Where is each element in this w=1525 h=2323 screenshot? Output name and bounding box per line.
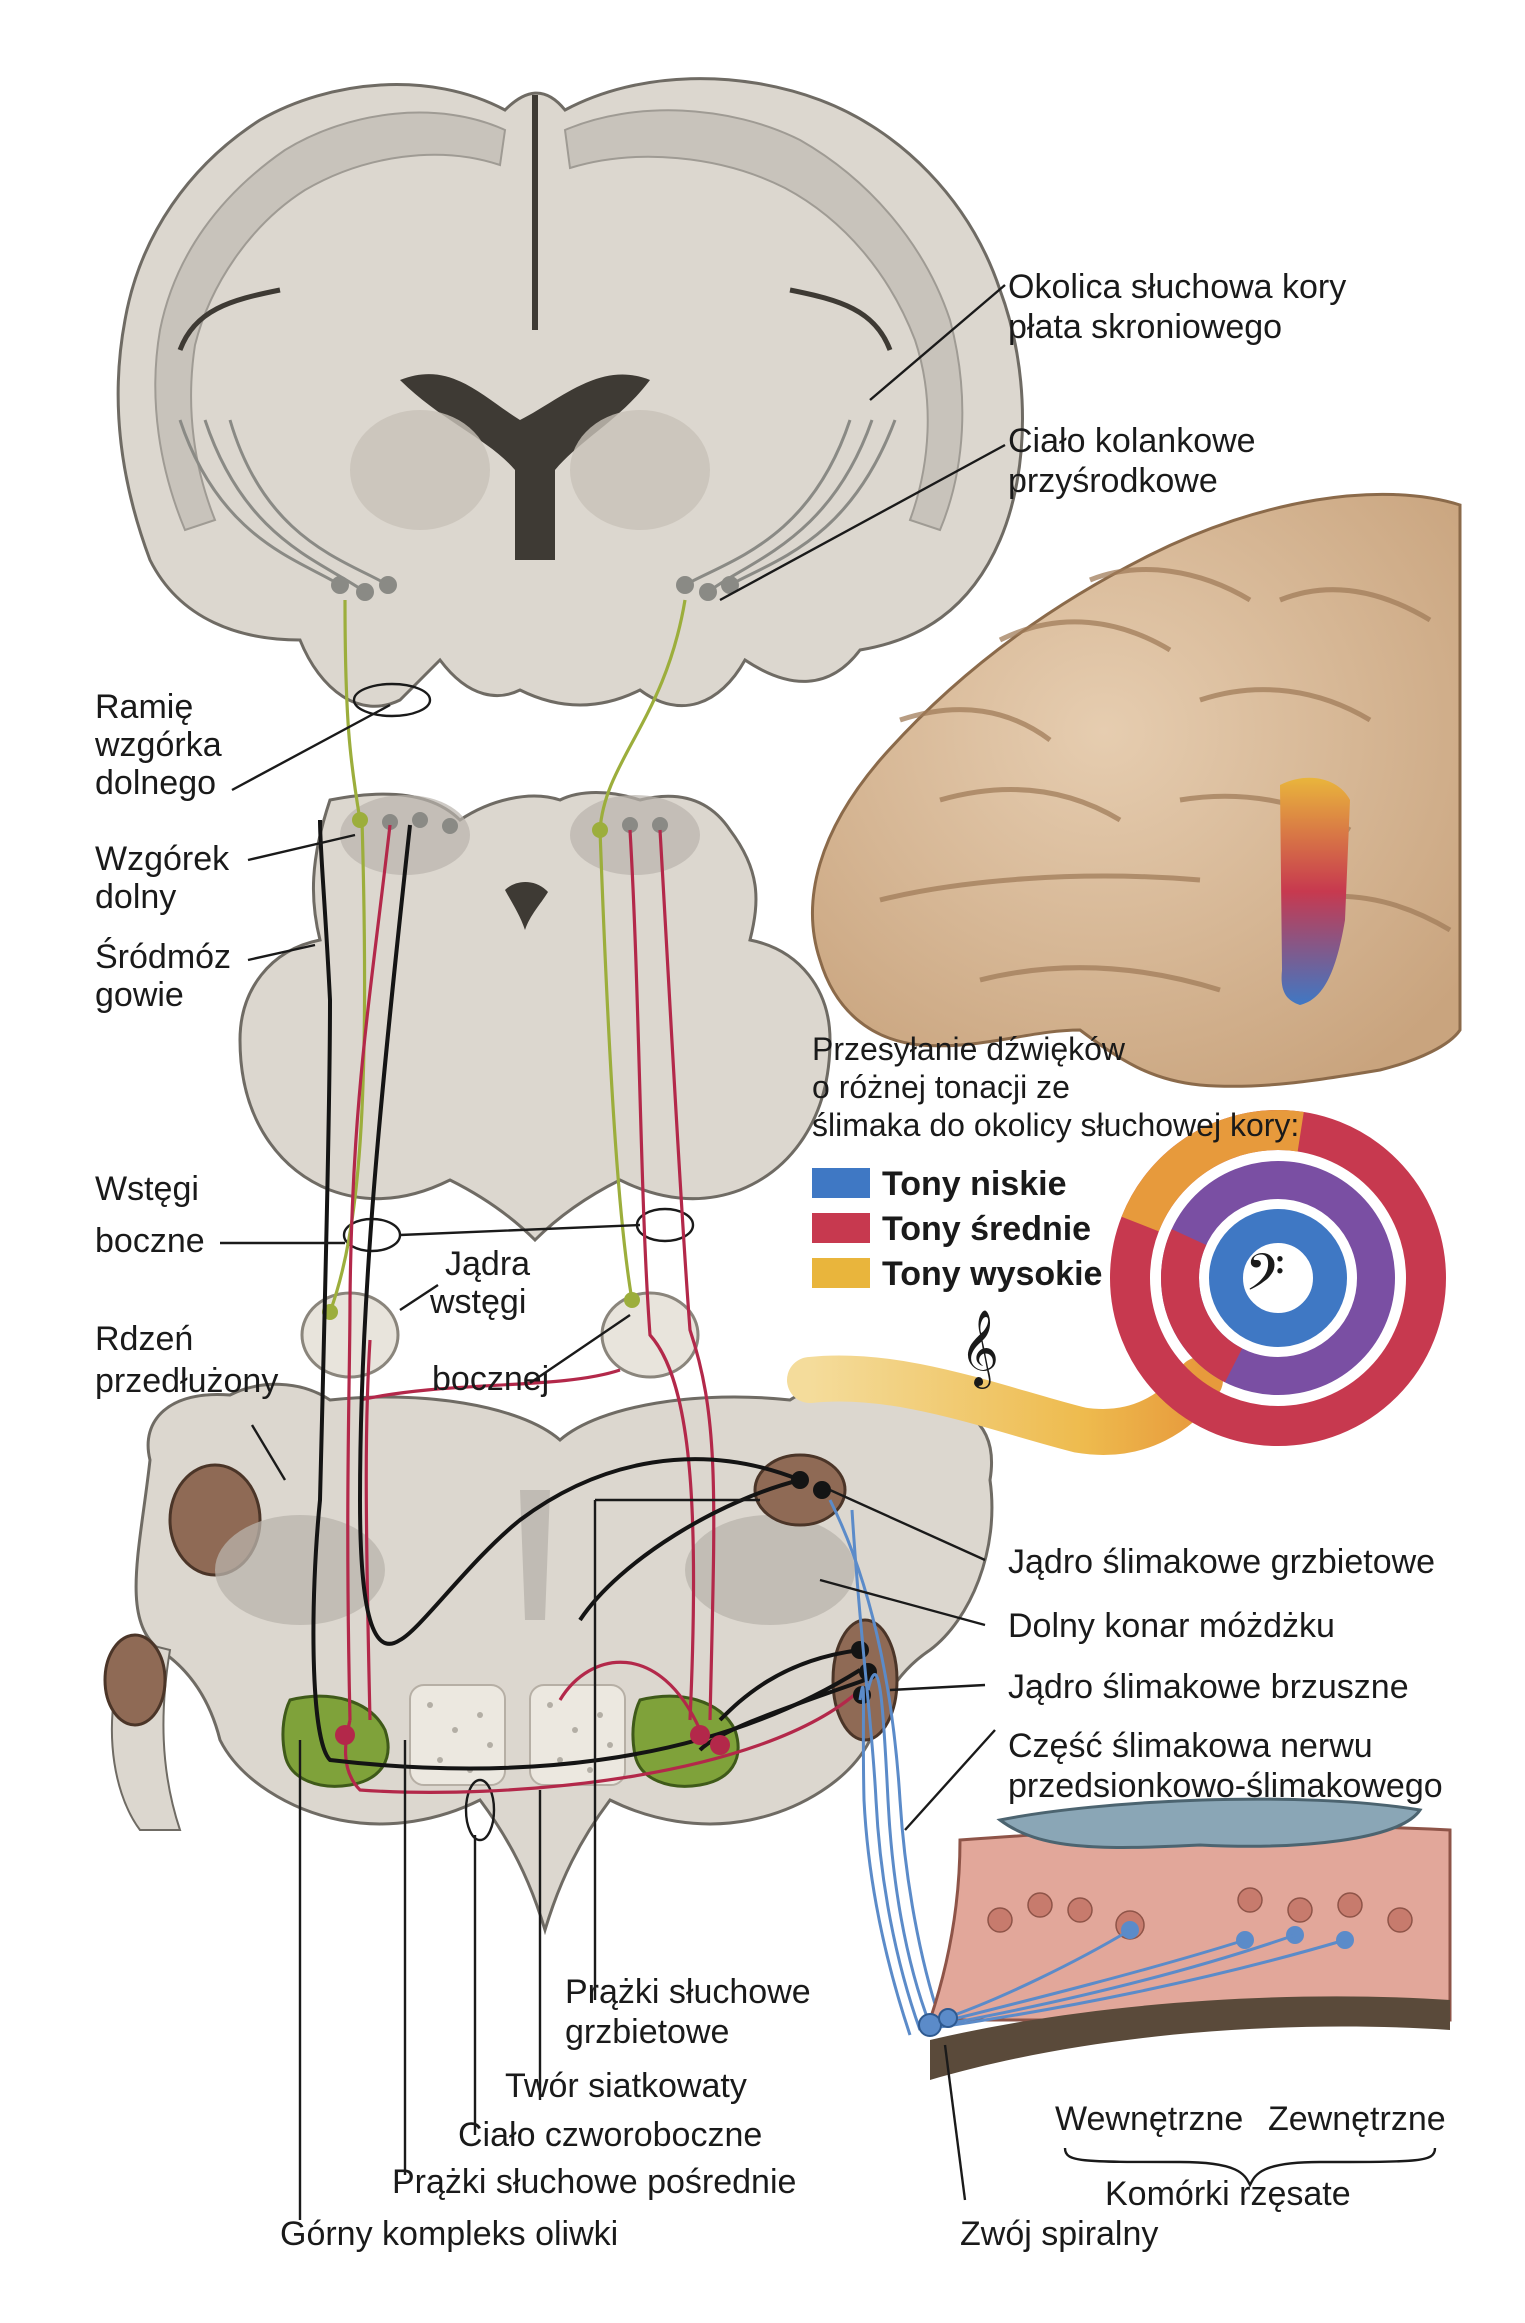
- label-hair-cells: Komórki rzęsate: [1105, 2175, 1351, 2213]
- label-medulla-2: przedłużony: [95, 1362, 278, 1400]
- label-inferior-cerebellar-peduncle: Dolny konar móżdżku: [1008, 1607, 1335, 1645]
- label-superior-olive: Górny kompleks oliwki: [280, 2215, 618, 2253]
- label-lemniscus-nuclei-2: wstęgi: [429, 1283, 526, 1321]
- lateral-brain-view: [811, 492, 1462, 1088]
- tonotopy-caption-2: o różnej tonacji ze: [812, 1069, 1070, 1105]
- legend-label-mid: Tony średnie: [882, 1210, 1091, 1248]
- label-dorsal-cochlear-nucleus: Jądro ślimakowe grzbietowe: [1008, 1543, 1435, 1581]
- label-medulla-1: Rdzeń: [95, 1320, 193, 1358]
- treble-clef-icon: 𝄞: [960, 1310, 999, 1389]
- legend-swatch-mid: [812, 1213, 870, 1243]
- organ-of-corti: [918, 1797, 1452, 2188]
- label-intermediate-striae: Prążki słuchowe pośrednie: [392, 2163, 796, 2201]
- label-cochlear-nerve-1: Część ślimakowa nerwu: [1008, 1727, 1373, 1765]
- trapezoid-body-marker: [464, 1778, 496, 1842]
- label-medial-geniculate-1: Ciało kolankowe: [1008, 422, 1256, 460]
- auditory-fibers: [311, 599, 942, 2036]
- label-brachium-3: dolnego: [95, 764, 216, 802]
- cochlea-spiral: 𝄢: [787, 1110, 1446, 1455]
- cortex-ribbon-right: [563, 109, 964, 532]
- medulla-section: [103, 1382, 994, 1936]
- cochlea-turn-apical: [1209, 1209, 1347, 1347]
- label-reticular-formation: Twór siatkowaty: [505, 2067, 747, 2105]
- label-brachium-2: wzgórka: [94, 726, 222, 764]
- label-colliculus-1: Wzgórek: [95, 840, 230, 878]
- lateral-ventricles: [400, 374, 650, 560]
- label-medial-geniculate-2: przyśrodkowe: [1008, 462, 1218, 500]
- label-auditory-cortex-1: Okolica słuchowa kory: [1008, 268, 1346, 306]
- cerebral-aqueduct: [505, 882, 548, 930]
- label-lemniscus-nuclei-3: bocznej: [432, 1360, 549, 1398]
- cortex-ribbon: [154, 111, 507, 532]
- bass-clef-icon: 𝄢: [1245, 1245, 1285, 1314]
- tonotopic-auditory-cortex: [1280, 777, 1350, 1005]
- reticular-formation-right: [529, 1684, 626, 1786]
- label-dorsal-striae-2: grzbietowe: [565, 2013, 729, 2051]
- legend-swatch-low: [812, 1168, 870, 1198]
- label-inner-hair-cells: Wewnętrzne: [1055, 2100, 1243, 2138]
- label-outer-hair-cells: Zewnętrzne: [1268, 2100, 1446, 2138]
- tonotopy-caption-3: ślimaka do okolicy słuchowej kory:: [812, 1107, 1299, 1143]
- label-brachium-1: Ramię: [95, 688, 193, 726]
- spiral-ganglion-cell: [918, 2013, 942, 2037]
- leader-lines: [220, 284, 1006, 2220]
- reticular-formation-left: [409, 1684, 506, 1786]
- label-cochlear-nerve-2: przedsionkowo-ślimakowego: [1008, 1767, 1443, 1805]
- label-midbrain-1: Śródmóz: [95, 937, 231, 976]
- label-dorsal-striae-1: Prążki słuchowe: [565, 1973, 811, 2011]
- label-lemniscus-1: Wstęgi: [95, 1170, 199, 1208]
- label-lemniscus-nuclei-1: Jądra: [445, 1245, 530, 1283]
- label-auditory-cortex-2: płata skroniowego: [1008, 308, 1282, 346]
- tonotopy-caption-1: Przesyłanie dźwięków: [812, 1031, 1126, 1067]
- legend-label-high: Tony wysokie: [882, 1255, 1102, 1293]
- tone-legend: Tony niskie Tony średnie Tony wysokie 𝄞: [812, 1165, 1102, 1389]
- legend-swatch-high: [812, 1258, 870, 1288]
- label-spiral-ganglion: Zwój spiralny: [960, 2215, 1158, 2253]
- label-lemniscus-2: boczne: [95, 1222, 205, 1260]
- label-ventral-cochlear-nucleus: Jądro ślimakowe brzuszne: [1008, 1668, 1409, 1706]
- label-trapezoid-body: Ciało czworoboczne: [458, 2116, 762, 2154]
- coronal-brain-section: [116, 77, 1024, 708]
- label-colliculus-2: dolny: [95, 878, 176, 916]
- midbrain-outline: [238, 791, 832, 1243]
- hair-cells-brace: [1063, 2147, 1437, 2188]
- labels: Okolica słuchowa kory płata skroniowego …: [94, 268, 1446, 2253]
- tectorial-membrane: [996, 1797, 1423, 1849]
- legend-label-low: Tony niskie: [882, 1165, 1067, 1203]
- label-midbrain-2: gowie: [95, 976, 184, 1014]
